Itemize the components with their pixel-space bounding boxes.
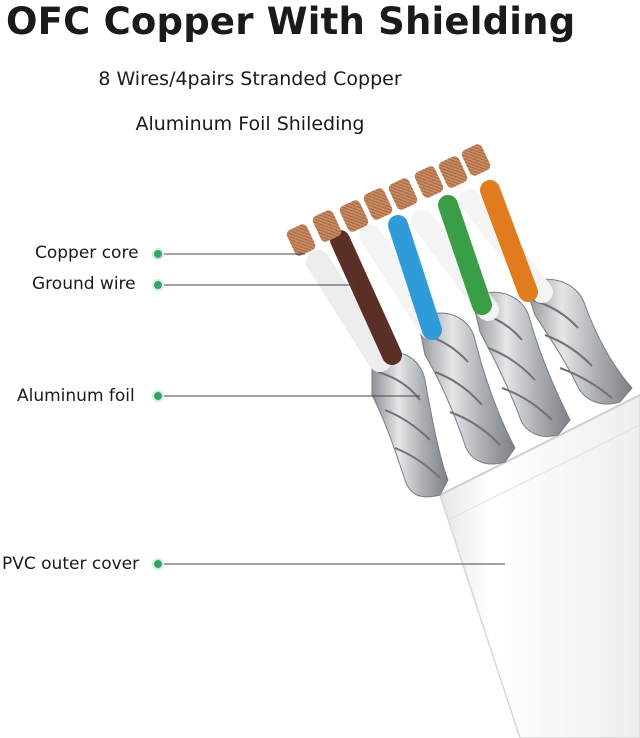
callout-copper-core xyxy=(152,248,305,260)
label-copper-core: Copper core xyxy=(35,243,139,263)
page-title: OFC Copper With Shielding xyxy=(6,0,576,43)
label-ground-wire: Ground wire xyxy=(32,274,136,294)
wire-blue xyxy=(388,215,442,340)
label-pvc-outer-cover: PVC outer cover xyxy=(2,554,140,574)
callout-aluminum-foil xyxy=(152,390,420,402)
subtitle-wires: 8 Wires/4pairs Stranded Copper xyxy=(98,68,402,90)
label-aluminum-foil: Aluminum foil xyxy=(17,386,135,406)
wire-green xyxy=(438,195,492,315)
foil-shield-pair-3 xyxy=(471,291,571,437)
foil-shield-pair-1 xyxy=(371,351,449,498)
pvc-outer-jacket xyxy=(439,394,640,738)
wires xyxy=(306,180,553,372)
subtitle-foil: Aluminum Foil Shileding xyxy=(135,113,365,135)
wire-orange xyxy=(480,180,538,302)
copper-cores xyxy=(286,144,491,256)
callout-ground-wire xyxy=(152,279,355,291)
wire-brown xyxy=(330,230,402,365)
callout-pvc-outer-cover xyxy=(152,558,505,570)
wire-white-1 xyxy=(306,250,392,372)
foil-shield-pair-4 xyxy=(524,278,633,405)
